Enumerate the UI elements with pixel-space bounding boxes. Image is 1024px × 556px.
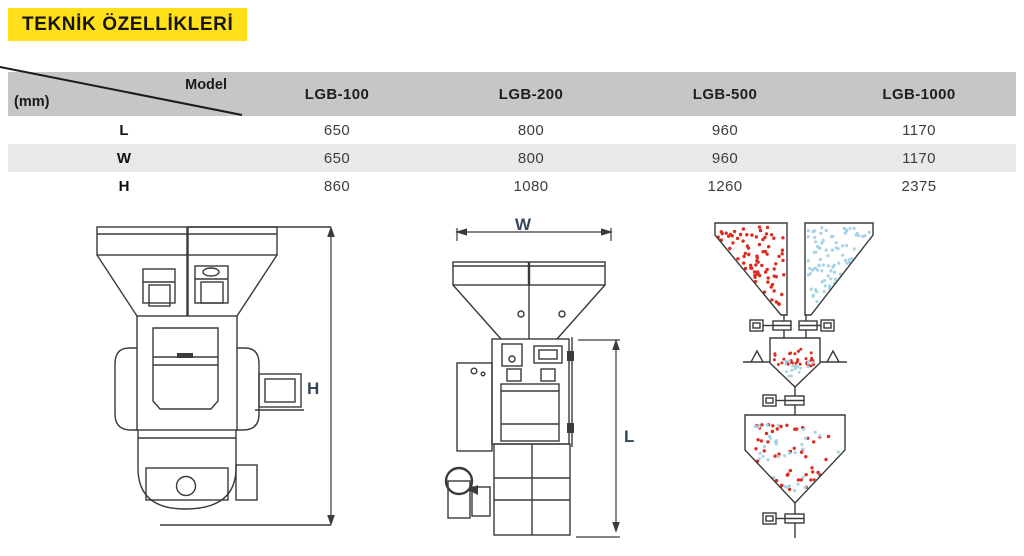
table-cell: 860 [323, 177, 351, 195]
machine-body [136, 315, 238, 431]
spec-table: Model (mm) LGB-100 LGB-200 LGB-500 LGB-1… [0, 66, 1016, 200]
outlet-valve [762, 512, 805, 525]
lower-body [493, 443, 571, 536]
dosing-valve-right [798, 319, 835, 332]
sight-glass-right [194, 265, 229, 304]
load-cell-left [743, 349, 770, 363]
column-header-lgb-100: LGB-100 [304, 85, 370, 103]
discharge-valve [762, 394, 805, 407]
table-corner-cell: Model (mm) [0, 66, 243, 116]
table-cell: 2375 [901, 177, 937, 195]
supply-hopper-left [714, 222, 788, 316]
table-cell: 650 [323, 121, 351, 139]
table-cell: 1170 [902, 121, 936, 139]
table-cell: 650 [323, 149, 351, 167]
table-row-length: L 650 800 960 1170 [8, 116, 1016, 144]
table-row-height: H 860 1080 1260 2375 [8, 172, 1016, 200]
column-header-lgb-1000: LGB-1000 [882, 85, 956, 103]
table-cell: 960 [711, 149, 739, 167]
display-panel [533, 345, 563, 364]
outlet-box [255, 373, 304, 411]
page-title: TEKNİK ÖZELLİKLERİ [8, 8, 248, 41]
table-header-row: Model (mm) LGB-100 LGB-200 LGB-500 LGB-1… [0, 66, 1016, 116]
weighing-hopper [769, 337, 821, 388]
table-cell: 800 [517, 149, 545, 167]
corner-label-unit: (mm) [14, 94, 50, 110]
length-dimension: L [576, 339, 634, 538]
length-dimension-label: L [624, 427, 634, 446]
height-dimension: H [307, 226, 335, 526]
column-header-lgb-200: LGB-200 [498, 85, 564, 103]
right-wing [237, 347, 260, 431]
control-box [491, 337, 574, 447]
height-dimension-label: H [307, 379, 319, 398]
blower-unit [444, 466, 491, 519]
width-dimension: W [455, 218, 613, 241]
table-cell: 1170 [902, 149, 936, 167]
side-view-drawing: W [444, 218, 634, 538]
technical-drawings: H W [0, 210, 1024, 556]
row-label-H: H [118, 177, 130, 195]
mixed-pellets-a [754, 423, 831, 501]
diagonal-divider [0, 66, 243, 116]
front-view-drawing: H [96, 226, 335, 526]
column-header-lgb-500: LGB-500 [692, 85, 758, 103]
table-cell: 1260 [707, 177, 743, 195]
dosing-valve-left [749, 319, 792, 332]
table-cell: 800 [517, 121, 545, 139]
left-wing [114, 347, 137, 431]
table-row-width: W 650 800 960 1170 [8, 144, 1016, 172]
sight-glass-left [142, 268, 176, 307]
front-view-machine [96, 226, 331, 526]
side-view-machine [444, 261, 606, 536]
machine-base [137, 430, 258, 510]
material-a-pellets [716, 225, 786, 307]
material-b-pellets [806, 226, 872, 306]
table-cell: 960 [711, 121, 739, 139]
width-dimension-label: W [515, 218, 532, 234]
mixing-hopper [744, 414, 846, 505]
corner-label-model: Model [185, 77, 227, 93]
back-panel [456, 362, 493, 452]
row-label-W: W [116, 149, 132, 167]
load-cell-right [820, 349, 847, 363]
row-label-L: L [119, 121, 129, 139]
supply-hopper-right [804, 222, 874, 316]
mixing-process-diagram [714, 222, 874, 538]
table-cell: 1080 [513, 177, 549, 195]
